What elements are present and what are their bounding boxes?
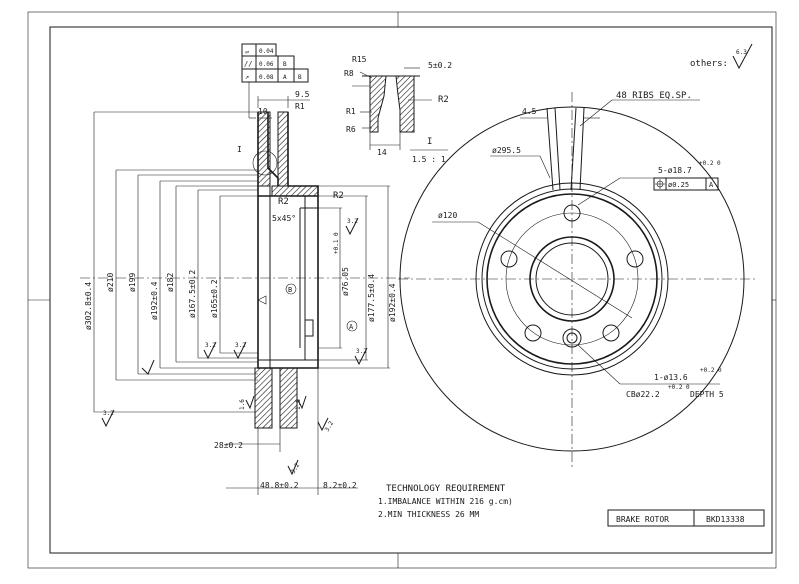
outer-border xyxy=(27,11,777,569)
dim-r1-top: R1 xyxy=(295,102,305,111)
dim-28: 28±0.2 xyxy=(214,441,243,450)
requirement-1: 1.IMBALANCE WITHIN 216 g.cm) xyxy=(378,497,513,506)
dim-d302: ø302.8±0.4 xyxy=(84,282,93,330)
position-tol-value: ø0.25 xyxy=(668,181,689,189)
bolt-holes-tol: +0.2 0 xyxy=(699,160,721,167)
runout-value: 0.08 xyxy=(259,74,274,81)
detail-r6: R6 xyxy=(346,125,356,134)
title-block: BRAKE ROTOR BKD13338 xyxy=(607,509,765,527)
depth-label: DEPTH 5 xyxy=(690,390,724,399)
chamfer-label: 5x45° xyxy=(272,214,296,223)
dim-d199: ø199 xyxy=(128,273,137,292)
detail-r2: R2 xyxy=(438,95,449,105)
dim-d120: ø120 xyxy=(438,211,457,220)
roughness-e: 3.2 xyxy=(103,410,114,417)
others-label: others: xyxy=(690,59,728,69)
runout-datum-a: A xyxy=(283,74,287,81)
detail-scale: 1.5 : 1 xyxy=(412,155,446,164)
flatness-value: 0.04 xyxy=(259,48,274,55)
detail-r1: R1 xyxy=(346,107,356,116)
dim-d210: ø210 xyxy=(106,273,115,292)
dim-d76-tol: +0.1 0 xyxy=(333,232,340,254)
position-tol-datum: A xyxy=(709,181,714,189)
rib-width: 4.5 xyxy=(522,107,537,116)
roughness-i: 3.2 xyxy=(290,462,302,475)
parallelism-datum: B xyxy=(283,61,287,68)
counterbore-label: CBø22.2 xyxy=(626,390,660,399)
detail-dim-14: 14 xyxy=(377,148,387,157)
roughness-g: 1.6 xyxy=(295,399,302,410)
datum-b-marker: B xyxy=(288,286,292,294)
inner-border xyxy=(49,26,773,554)
dim-d295: ø295.5 xyxy=(492,146,521,155)
roughness-d: 3.2 xyxy=(356,348,367,355)
bolt-holes-label: 5-ø18.7 xyxy=(658,166,692,175)
small-hole-label: 1-ø13.6 xyxy=(654,373,688,382)
ribs-label: 48 RIBS EQ.SP. xyxy=(616,91,692,101)
section-view xyxy=(80,96,410,495)
dim-r2-right: R2 xyxy=(333,191,344,201)
detail-view xyxy=(352,67,432,150)
feature-control-frame: ▱ 0.04 // 0.06 B ↗ 0.08 A B xyxy=(241,43,309,119)
roughness-symbols-section: 3.2 3.2 3.2 3.2 3.2 1.6 1.6 3.2 3.2 xyxy=(101,217,368,476)
dim-d177: ø177.5±0.4 xyxy=(367,274,376,322)
runout-datum-b: B xyxy=(298,74,302,81)
dim-d192-left: ø192±0.4 xyxy=(150,281,159,320)
dim-d76: ø76.05 xyxy=(341,267,350,296)
detail-marker: I xyxy=(237,145,242,154)
dim-r2-left: R2 xyxy=(278,197,289,207)
dim-d165: ø165±0.2 xyxy=(210,279,219,318)
flatness-icon: ▱ xyxy=(245,48,250,56)
counterbore-tol: +0.2 0 xyxy=(668,384,690,391)
part-name: BRAKE ROTOR xyxy=(616,515,669,524)
dim-9-5: 9.5 xyxy=(295,90,310,99)
part-number: BKD13338 xyxy=(706,515,745,524)
dim-d182: ø182 xyxy=(166,273,175,292)
requirements-heading: TECHNOLOGY REQUIREMENT xyxy=(386,484,506,494)
dim-8: 8.2±0.2 xyxy=(323,481,357,490)
detail-r8: R8 xyxy=(344,69,354,78)
position-tolerance-frame: ø0.25 A xyxy=(653,177,719,191)
dim-d167: ø167.5±0.2 xyxy=(188,270,197,318)
dim-10: 10 xyxy=(258,107,268,116)
roughness-h: 3.2 xyxy=(324,420,336,433)
roughness-a: 3.2 xyxy=(347,218,358,225)
runout-icon: ↗ xyxy=(245,73,249,81)
parallelism-value: 0.06 xyxy=(259,61,274,68)
small-hole-tol: +0.2 0 xyxy=(700,367,722,374)
technology-requirements: TECHNOLOGY REQUIREMENT 1.IMBALANCE WITHI… xyxy=(378,484,513,519)
general-roughness-note: others: 6.3 xyxy=(690,43,753,70)
roughness-value: 6.3 xyxy=(736,49,747,56)
detail-dim-5: 5±0.2 xyxy=(428,61,452,70)
face-view xyxy=(398,92,758,470)
dim-48: 48.8±0.2 xyxy=(260,481,299,490)
roughness-b: 3.2 xyxy=(205,342,216,349)
detail-r15: R15 xyxy=(352,55,367,64)
datum-a-marker: A xyxy=(349,323,354,331)
roughness-f: 1.6 xyxy=(239,399,246,410)
dim-d192-right: ø192±0.4 xyxy=(388,283,397,322)
parallelism-icon: // xyxy=(244,60,252,68)
detail-title: I xyxy=(427,137,432,147)
requirement-2: 2.MIN THICKNESS 26 MM xyxy=(378,510,479,519)
roughness-c: 3.2 xyxy=(235,342,246,349)
